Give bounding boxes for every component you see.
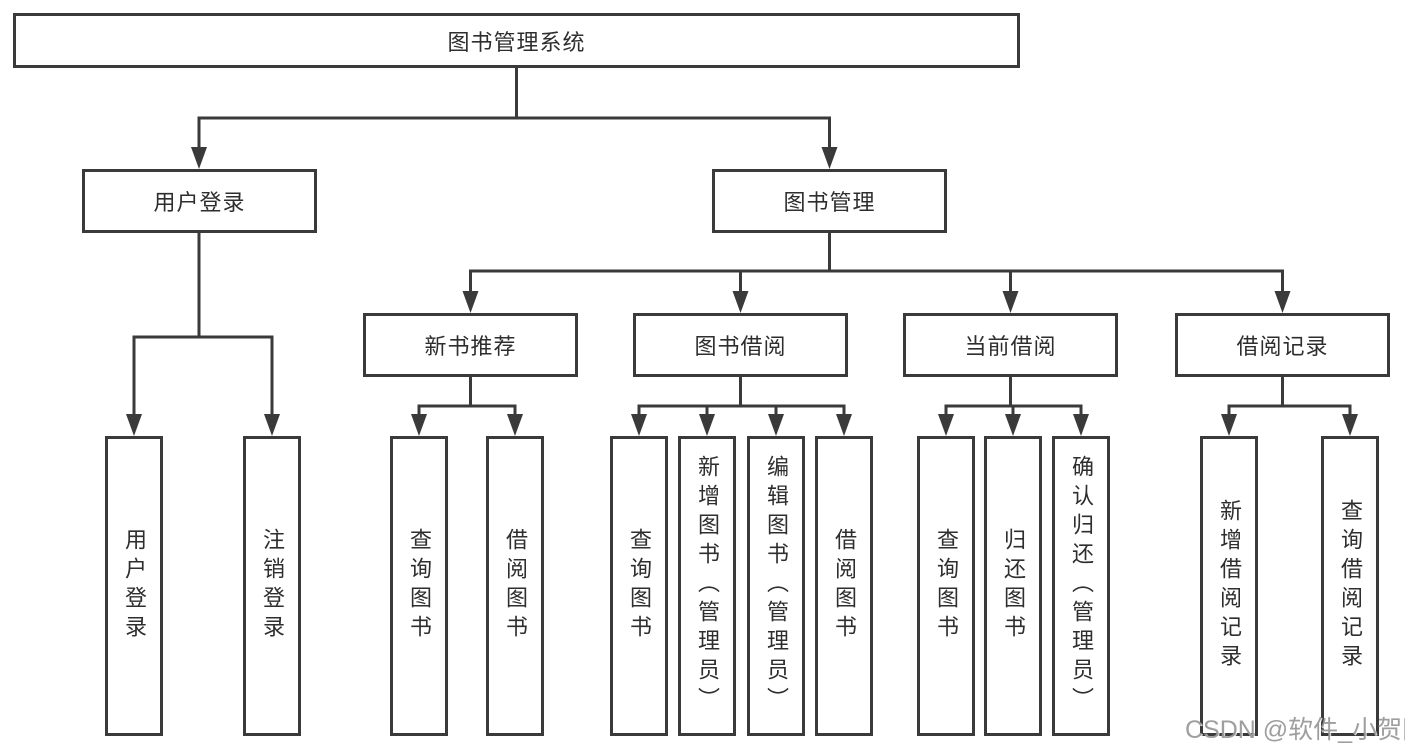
node-book-management-branch: 图书管理 [712, 169, 947, 233]
leaf-current-query-books: 查询图书 [917, 436, 975, 736]
leaf-borrow-borrow-books: 借阅图书 [815, 436, 873, 736]
leaf-borrow-query-books: 查询图书 [610, 436, 668, 736]
leaf-user-login: 用户登录 [105, 436, 163, 736]
node-new-book-recommendation: 新书推荐 [363, 313, 578, 377]
leaf-recommend-query-books: 查询图书 [390, 436, 448, 736]
leaf-recommend-borrow-books: 借阅图书 [486, 436, 544, 736]
leaf-current-confirm-return-admin: 确认归还（管理员） [1052, 436, 1110, 736]
leaf-records-add-record: 新增借阅记录 [1200, 436, 1258, 736]
node-library-system: 图书管理系统 [13, 13, 1020, 68]
node-current-borrowing: 当前借阅 [903, 313, 1118, 377]
node-borrowing-records: 借阅记录 [1175, 313, 1390, 377]
leaf-records-query-record: 查询借阅记录 [1321, 436, 1379, 736]
leaf-current-return-books: 归还图书 [984, 436, 1042, 736]
leaf-borrow-edit-books-admin: 编辑图书（管理员） [747, 436, 805, 736]
node-user-login-branch: 用户登录 [82, 169, 317, 233]
watermark: CSDN @软件_小贺同学 [1185, 716, 1405, 744]
leaf-logout: 注销登录 [243, 436, 301, 736]
leaf-borrow-add-books-admin: 新增图书（管理员） [678, 436, 736, 736]
node-book-borrowing: 图书借阅 [633, 313, 848, 377]
